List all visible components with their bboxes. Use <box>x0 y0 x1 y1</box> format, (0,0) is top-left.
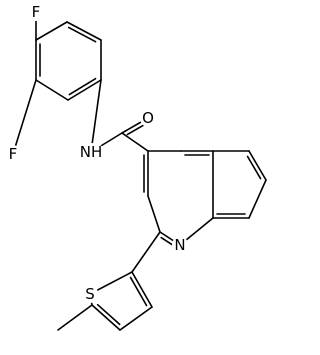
bond-a2-a3 <box>66 21 102 41</box>
atom-mask-f1 <box>29 3 43 21</box>
atom-mask-qn <box>172 236 188 254</box>
bond-t4-t5-second-line <box>96 303 121 326</box>
atom-label-o: O <box>142 109 154 127</box>
bond-q8-q7-second-line <box>246 155 262 180</box>
atom-label-nh: NH <box>80 143 103 161</box>
atom-mask-layer <box>6 3 188 303</box>
bond-a5-a6 <box>35 79 69 101</box>
bond-a4-a5-second-line <box>68 77 97 96</box>
atom-label-layer: F F NH O N S <box>9 3 186 303</box>
bond-q7-q6 <box>248 179 267 219</box>
atom-mask-o1 <box>140 109 156 127</box>
atom-mask-n1 <box>77 143 105 161</box>
bond-a4-a5 <box>67 79 102 101</box>
atom-label-s: S <box>85 285 95 303</box>
atom-mask-f2 <box>6 145 20 163</box>
bond-q8-q7 <box>248 150 267 181</box>
bond-t4-t5 <box>91 304 121 331</box>
bond-q3-q2 <box>147 195 161 233</box>
bond-a1-a2 <box>35 21 68 41</box>
bond-c1-q4 <box>121 132 149 152</box>
atom-label-f-top: F <box>32 3 41 21</box>
atom-label-f-left: F <box>9 145 18 163</box>
bond-t5-tm <box>57 304 93 331</box>
bond-t3-t4 <box>119 306 153 331</box>
atom-mask-ts <box>82 285 98 303</box>
bond-t2-t3-second-line <box>129 276 148 307</box>
bond-t2-t3 <box>131 271 153 308</box>
bond-a6-f2 <box>12 79 37 155</box>
bond-a4-n1 <box>90 79 102 153</box>
bond-q2-t2 <box>131 231 161 273</box>
atom-label-n: N <box>174 236 185 254</box>
bond-layer <box>12 11 267 331</box>
bond-a2-a3-second-line <box>67 26 97 43</box>
molecule-structure: F F NH O N S <box>6 3 267 331</box>
